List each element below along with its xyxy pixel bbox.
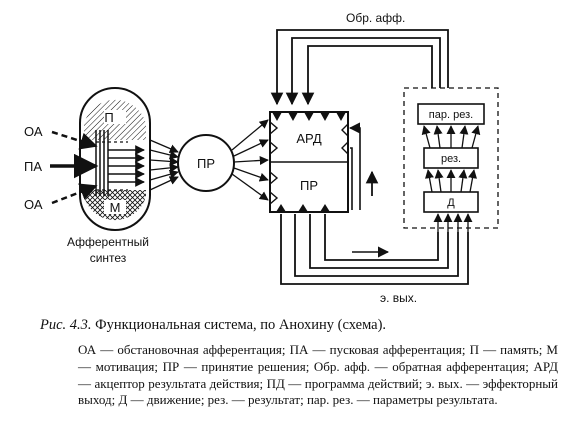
effector-output-lines <box>280 214 469 285</box>
par-rez-box <box>417 103 485 125</box>
pr-block-label: ПР <box>300 178 318 193</box>
afferent-synthesis-label-line2: синтез <box>90 251 127 265</box>
ard-label: АРД <box>296 131 321 146</box>
figure-caption: Рис. 4.3. Функциональная система, по Ано… <box>40 316 560 334</box>
pr-circle <box>177 134 235 192</box>
ard-pr-block <box>269 111 349 213</box>
figure-title: Функциональная система, по Анохину (схем… <box>95 317 387 333</box>
d-label: Д <box>447 197 455 209</box>
result-to-ard-lines <box>348 122 361 210</box>
oa-label-bottom: ОА <box>24 197 43 212</box>
afferent-synthesis-label-line1: Афферентный <box>67 235 149 249</box>
pr-circle-label: ПР <box>197 156 215 171</box>
synthesis-to-pr-arrows <box>149 139 179 191</box>
feedback-loop-lines <box>270 29 449 106</box>
oa-bottom-arrow <box>51 183 98 205</box>
e-vyh-label: э. вых. <box>380 291 417 305</box>
synthesis-inner-arrows <box>108 145 145 187</box>
par-rez-label: пар. рез. <box>429 109 473 121</box>
effector-to-d-arrows <box>433 213 473 232</box>
figure-number: Рис. 4.3. <box>40 317 92 333</box>
oa-label-top: ОА <box>24 124 43 139</box>
pa-label: ПА <box>24 159 42 174</box>
oa-top-arrow <box>51 130 98 150</box>
d-to-rez-arrows <box>424 169 478 193</box>
rez-to-par-rez-arrows <box>421 125 481 149</box>
obr-aff-label: Обр. афф. <box>346 11 405 25</box>
rez-label: рез. <box>441 153 461 165</box>
motivation-label: М <box>110 200 121 215</box>
functional-system-diagram: П М ОА ПА ОА Афферентный синтез ПР <box>24 11 499 305</box>
result-dashed-box <box>403 87 499 229</box>
afferent-synthesis-block <box>79 87 151 231</box>
memory-label: П <box>104 110 113 125</box>
pr-to-block-arrows <box>231 119 269 201</box>
figure-legend: ОА — обстановочная афферентация; ПА — пу… <box>78 342 558 408</box>
